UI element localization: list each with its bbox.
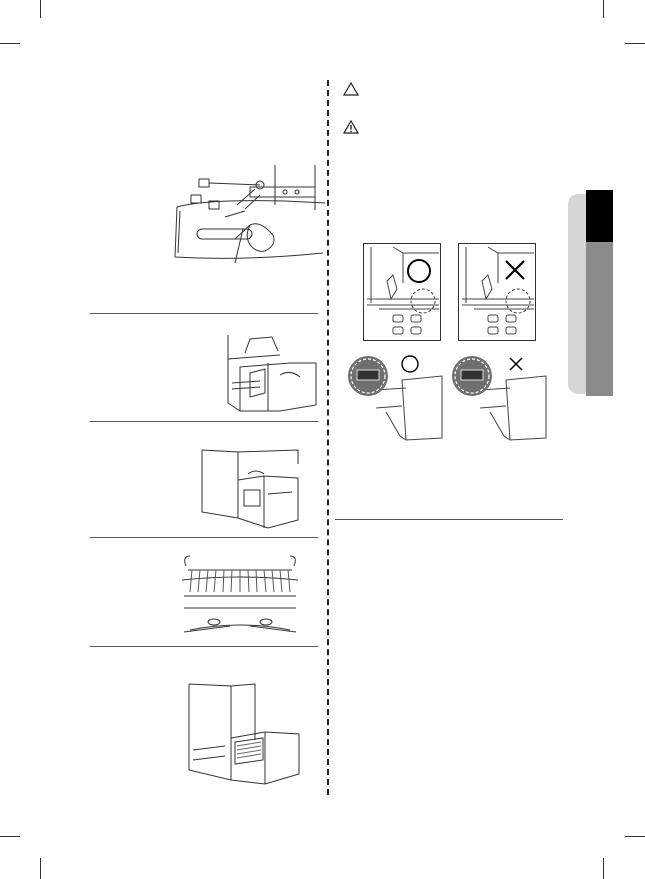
door-handle-illustration (174, 165, 325, 264)
section-rule (90, 313, 318, 314)
side-tab-background (568, 194, 590, 394)
crop-mark (0, 43, 20, 44)
crop-mark (603, 0, 604, 18)
crop-mark (625, 43, 645, 44)
drawer-correct-detail (348, 355, 443, 441)
section-rule (335, 519, 563, 520)
crop-mark (0, 836, 20, 837)
incorrect-position-photo (458, 243, 536, 341)
crop-mark (40, 0, 41, 18)
correct-position-photo (363, 243, 441, 341)
crop-mark (603, 858, 604, 879)
section-rule (90, 421, 318, 422)
drawer-incorrect-detail (452, 356, 547, 441)
shelf-rails-illustration (181, 555, 299, 633)
side-tab-inactive (586, 242, 613, 396)
drawer-open-illustration (227, 335, 317, 412)
side-tab (568, 190, 613, 396)
column-divider (327, 80, 329, 795)
section-rule (90, 646, 318, 647)
side-tab-active (586, 190, 613, 242)
crop-mark (625, 836, 645, 837)
drawer-bin-illustration (201, 449, 299, 529)
warning-icon (343, 120, 359, 134)
crop-mark (40, 858, 41, 879)
caution-icon (343, 82, 359, 96)
bottom-drawer-illustration (188, 683, 300, 785)
section-rule (90, 537, 318, 538)
